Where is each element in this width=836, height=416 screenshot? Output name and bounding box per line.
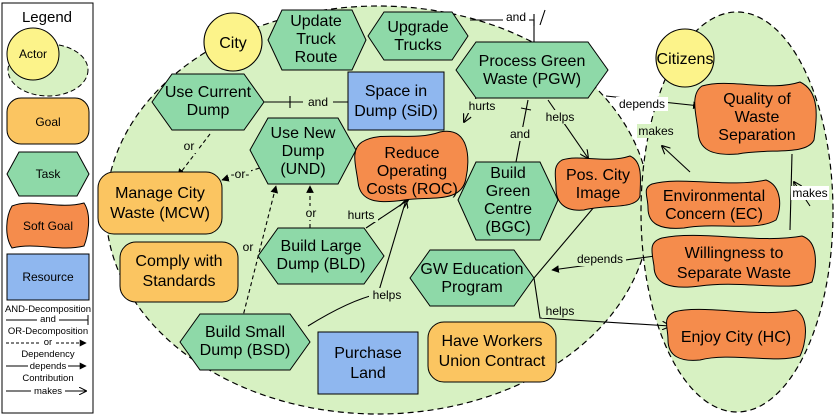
edge-labels: and and and hurts helps depends or -or- … bbox=[180, 10, 829, 318]
goal-comply-with-standards bbox=[119, 241, 239, 303]
legend-makes-word: makes bbox=[34, 386, 62, 397]
softgoal-pos-city-image bbox=[554, 155, 642, 211]
legend-resource-label: Resource bbox=[22, 270, 74, 284]
label-or-bld-und: or bbox=[306, 206, 317, 220]
legend-and-word: and bbox=[40, 314, 56, 325]
task-upgrade-trucks bbox=[367, 11, 469, 61]
legend-contribution-title: Contribution bbox=[22, 373, 73, 384]
legend-goal-label: Goal bbox=[35, 115, 60, 129]
label-depends-pgw-quality: depends bbox=[619, 97, 665, 111]
label-helps-pgw-image: helps bbox=[546, 110, 575, 124]
edge-or-usecurrent-mcw bbox=[177, 133, 211, 177]
task-build-small-dump bbox=[179, 313, 311, 371]
legend-or-title: OR-Decomposition bbox=[8, 326, 88, 337]
softgoal-environmental-concern bbox=[645, 179, 781, 229]
edge-helps-pgw-image bbox=[547, 99, 588, 158]
legend-title: Legend bbox=[22, 9, 72, 26]
label-or-bsd-und: or bbox=[243, 240, 254, 254]
legend-and-title: AND-Decomposition bbox=[5, 304, 91, 315]
goal-manage-city-waste bbox=[97, 171, 223, 235]
resource-space-in-dump bbox=[347, 71, 445, 131]
softgoal-enjoy-city bbox=[666, 308, 806, 361]
legend: Legend Actor Goal Task Soft Goal Resourc… bbox=[1, 2, 94, 414]
legend-actor-label: Actor bbox=[19, 47, 47, 61]
label-makes-willingness-quality: makes bbox=[792, 186, 827, 200]
edge-helps-image-enjoy bbox=[533, 199, 670, 326]
actor-city bbox=[203, 12, 263, 72]
resource-purchase-land bbox=[317, 331, 419, 395]
legend-softgoal-shape bbox=[6, 202, 90, 249]
legend-dependency-title: Dependency bbox=[21, 349, 75, 360]
edge-or-bsd-und bbox=[241, 185, 279, 321]
task-gw-education-program bbox=[409, 249, 535, 307]
task-build-large-dump bbox=[257, 227, 385, 285]
label-helps-image-enjoy: helps bbox=[546, 304, 575, 318]
label-helps-bsd-roc: helps bbox=[373, 288, 402, 302]
label-and-usecurrent-space: and bbox=[308, 95, 328, 109]
legend-softgoal-label: Soft Goal bbox=[23, 219, 73, 233]
goal-have-workers-union-contract bbox=[427, 321, 557, 383]
label-and-upgrade-pgw: and bbox=[506, 10, 526, 24]
edge-makes-ec-quality bbox=[662, 146, 691, 173]
label-and-pgw-bgc: and bbox=[510, 127, 530, 141]
softgoal-willingness-to-separate-waste bbox=[651, 234, 816, 288]
softgoal-enjoy-city-label: Enjoy City (HC) bbox=[681, 329, 791, 346]
actor-city-label: City bbox=[219, 35, 247, 52]
legend-goal-shape bbox=[6, 97, 90, 145]
label-depends-willingness-gw: depends bbox=[577, 252, 623, 266]
task-update-truck-route bbox=[267, 9, 367, 71]
legend-task-label: Task bbox=[36, 167, 62, 181]
task-build-green-centre bbox=[457, 161, 559, 241]
legend-or-word: or bbox=[44, 337, 52, 348]
actor-citizens-label: Citizens bbox=[657, 51, 714, 68]
label-makes-ec-quality: makes bbox=[638, 124, 673, 138]
softgoal-quality-of-waste-separation bbox=[694, 81, 817, 155]
label-hurts-pgw-roc: hurts bbox=[469, 99, 496, 113]
label-or-usecurrent-mcw: or bbox=[184, 139, 195, 153]
label-hurts-bld-roc: hurts bbox=[348, 208, 375, 222]
label-or-usenew-mcw: -or- bbox=[231, 167, 250, 181]
legend-task-shape bbox=[6, 151, 90, 197]
legend-resource-shape bbox=[6, 253, 90, 301]
legend-depends-word: depends bbox=[30, 361, 67, 372]
softgoal-reduce-operating-costs bbox=[354, 130, 469, 203]
task-process-green-waste bbox=[455, 41, 609, 99]
actor-citizens bbox=[655, 28, 715, 88]
task-use-current-dump bbox=[151, 73, 265, 131]
legend-actor-circle bbox=[6, 27, 60, 81]
